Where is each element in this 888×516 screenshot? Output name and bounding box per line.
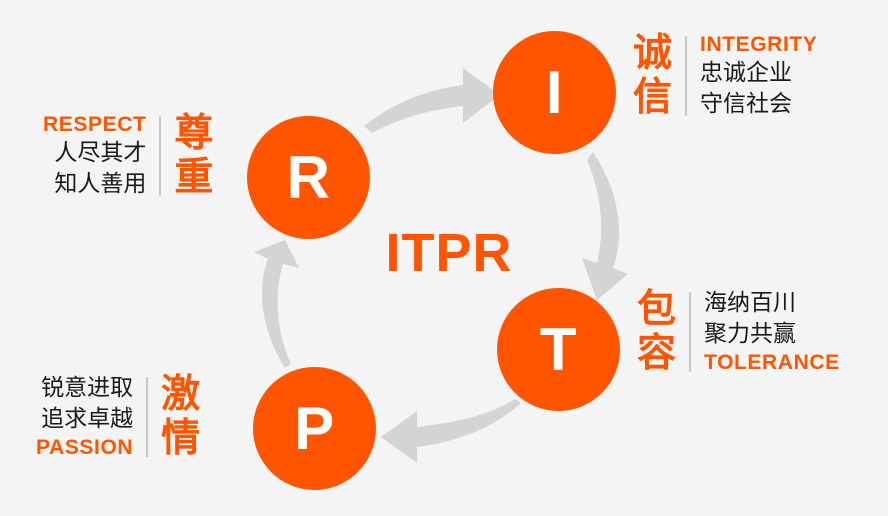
- arrow-p-to-r-icon: [254, 240, 299, 368]
- value-detail-tolerance: 海纳百川 聚力共赢 TOLERANCE: [704, 288, 840, 376]
- value-cn-line-integrity-1: 忠诚企业: [700, 60, 793, 87]
- value-cn-line-integrity-2: 守信社会: [700, 91, 793, 118]
- value-cn-title-char-tolerance-1: 包: [637, 287, 677, 333]
- value-cn-title-integrity: 诚 信: [633, 32, 672, 119]
- value-divider-integrity: [685, 36, 688, 116]
- node-letter-tolerance: T: [539, 315, 578, 383]
- value-english-respect: RESPECT: [43, 113, 147, 136]
- value-cn-line-passion-1: 锐意进取: [41, 375, 134, 401]
- node-circle-passion[interactable]: P: [253, 367, 376, 490]
- value-cn-line-passion-2: 追求卓越: [41, 405, 134, 432]
- value-cn-line-tolerance-2: 聚力共赢: [704, 320, 797, 347]
- value-detail-passion: 锐意进取 追求卓越 PASSION: [36, 373, 133, 461]
- value-block-passion: 锐意进取 追求卓越 PASSION 激 情: [36, 373, 200, 461]
- value-divider-tolerance: [689, 292, 692, 372]
- value-cn-title-char-integrity-2: 信: [633, 74, 673, 120]
- value-cn-title-char-passion-1: 激: [161, 372, 201, 418]
- value-cn-title-char-respect-2: 重: [174, 154, 214, 200]
- value-english-tolerance: TOLERANCE: [704, 350, 840, 374]
- value-cn-line-respect-1: 人尽其才: [54, 140, 147, 167]
- value-block-respect: RESPECT 人尽其才 知人善用 尊 重: [43, 112, 213, 200]
- value-cn-title-passion: 激 情: [161, 373, 200, 460]
- value-detail-respect: RESPECT 人尽其才 知人善用: [43, 112, 146, 200]
- value-divider-passion: [146, 377, 149, 457]
- value-block-tolerance: 包 容 海纳百川 聚力共赢 TOLERANCE: [637, 288, 840, 376]
- value-detail-integrity: INTEGRITY 忠诚企业 守信社会: [700, 32, 817, 120]
- node-circle-respect[interactable]: R: [247, 116, 370, 239]
- value-cn-title-respect: 尊 重: [174, 112, 213, 199]
- value-cn-line-tolerance-1: 海纳百川: [704, 290, 797, 316]
- node-letter-respect: R: [286, 143, 331, 211]
- arrow-r-to-i-icon: [364, 68, 500, 133]
- arrow-i-to-t-icon: [582, 152, 628, 300]
- value-cn-title-char-integrity-1: 诚: [633, 31, 673, 77]
- value-english-passion: PASSION: [36, 435, 134, 459]
- node-letter-passion: P: [294, 394, 335, 462]
- value-block-integrity: 诚 信 INTEGRITY 忠诚企业 守信社会: [633, 32, 817, 120]
- center-acronym: ITPR: [385, 223, 513, 283]
- value-cn-title-char-passion-2: 情: [161, 415, 201, 461]
- value-cn-title-char-tolerance-2: 容: [637, 330, 677, 376]
- value-divider-respect: [159, 116, 162, 196]
- arrow-t-to-p-icon: [381, 399, 521, 463]
- value-cn-line-respect-2: 知人善用: [54, 171, 147, 198]
- node-letter-integrity: I: [545, 58, 564, 126]
- value-cn-title-tolerance: 包 容: [637, 288, 676, 375]
- node-circle-tolerance[interactable]: T: [497, 288, 620, 411]
- value-cn-title-char-respect-1: 尊: [174, 111, 214, 157]
- value-english-integrity: INTEGRITY: [700, 33, 818, 56]
- node-circle-integrity[interactable]: I: [493, 31, 616, 154]
